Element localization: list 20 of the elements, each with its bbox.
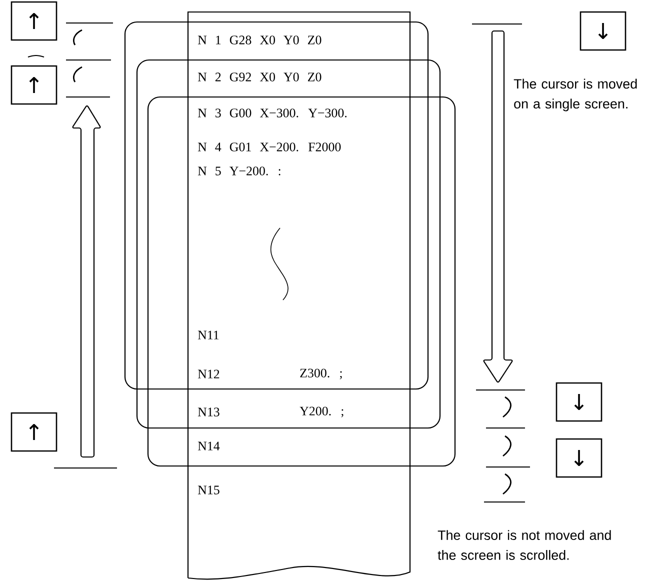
program-line: N15 [198, 486, 220, 494]
program-line: N 5 Y−200. : [198, 166, 280, 176]
program-line: N 2 G92 X0 Y0 Z0 [198, 72, 322, 82]
program-line: N 1 G28 X0 Y0 Z0 [198, 36, 322, 44]
program-line: N11 [198, 330, 219, 340]
program-line: N14 [198, 442, 220, 450]
program-line: Y200. ; [300, 406, 344, 418]
key-button: ↑ [10, 65, 58, 105]
program-line: Z300. ; [300, 368, 342, 380]
note-text: The cursor is not moved and the screen is scrolled. [438, 530, 611, 560]
program-line: N12 [198, 370, 220, 378]
program-line: N 3 G00 X−300. Y−300. [198, 108, 347, 118]
program-line: N13 [198, 408, 220, 416]
program-line: N 4 G01 X−200. F2000 [198, 142, 341, 152]
key-button: ↓ [556, 438, 602, 478]
key-button: ↓ [580, 11, 626, 51]
note-text: The cursor is moved on a single screen. [514, 78, 637, 112]
key-button: ↑ [10, 412, 58, 452]
key-button: ↑ [10, 1, 58, 41]
key-button: ↓ [556, 382, 602, 422]
